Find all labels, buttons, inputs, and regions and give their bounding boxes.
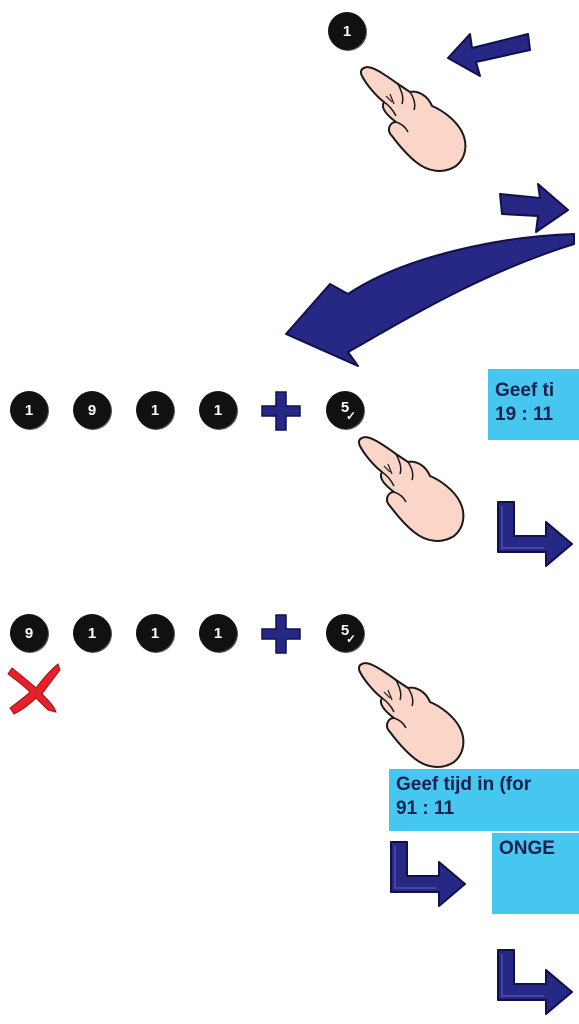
arrow-icon — [497, 949, 573, 1015]
key-1[interactable]: 1 — [199, 391, 237, 429]
error-display-line-1: ONGE — [499, 838, 555, 859]
key-9[interactable]: 9 — [73, 391, 111, 429]
error-display: ONGE — [492, 833, 579, 914]
key-label: 1 — [150, 401, 160, 419]
check-icon: ✓ — [346, 409, 357, 423]
key-1[interactable]: 1 — [73, 614, 111, 652]
key-label: 1 — [87, 624, 97, 642]
pointing-hand-icon — [357, 436, 465, 542]
pointing-hand-icon — [359, 66, 467, 172]
arrow-icon — [390, 841, 466, 907]
arrow-icon — [285, 233, 575, 367]
check-icon: ✓ — [346, 632, 357, 646]
lcd-display: Geef ti 19 : 11 — [488, 369, 579, 440]
arrow-icon — [447, 33, 531, 77]
arrow-icon — [497, 501, 573, 567]
plus-icon — [261, 391, 301, 431]
arrow-icon — [499, 183, 569, 233]
key-label: 1 — [213, 401, 223, 419]
key-label: 5 — [340, 398, 350, 416]
lcd-display: Geef tijd in (for 91 : 11 — [389, 769, 579, 831]
key-label: 1 — [150, 624, 160, 642]
key-9[interactable]: 9 — [10, 614, 48, 652]
key-label: 1 — [24, 401, 34, 419]
key-label: 1 — [342, 22, 352, 40]
error-cross-icon — [7, 663, 61, 715]
confirm-key[interactable]: 5 ✓ — [326, 391, 364, 429]
plus-icon — [261, 614, 301, 654]
key-1[interactable]: 1 — [10, 391, 48, 429]
key-1[interactable]: 1 — [199, 614, 237, 652]
key-label: 1 — [213, 624, 223, 642]
key-label: 9 — [24, 624, 34, 642]
display-line-2: 19 : 11 — [495, 404, 554, 425]
display-line-2: 91 : 11 — [396, 798, 455, 819]
key-1[interactable]: 1 — [328, 12, 366, 50]
key-label: 9 — [87, 401, 97, 419]
display-line-1: Geef tijd in (for — [396, 774, 532, 795]
display-line-1: Geef ti — [495, 380, 555, 401]
confirm-key[interactable]: 5 ✓ — [326, 614, 364, 652]
key-1[interactable]: 1 — [136, 614, 174, 652]
key-1[interactable]: 1 — [136, 391, 174, 429]
pointing-hand-icon — [357, 662, 465, 768]
key-label: 5 — [340, 621, 350, 639]
